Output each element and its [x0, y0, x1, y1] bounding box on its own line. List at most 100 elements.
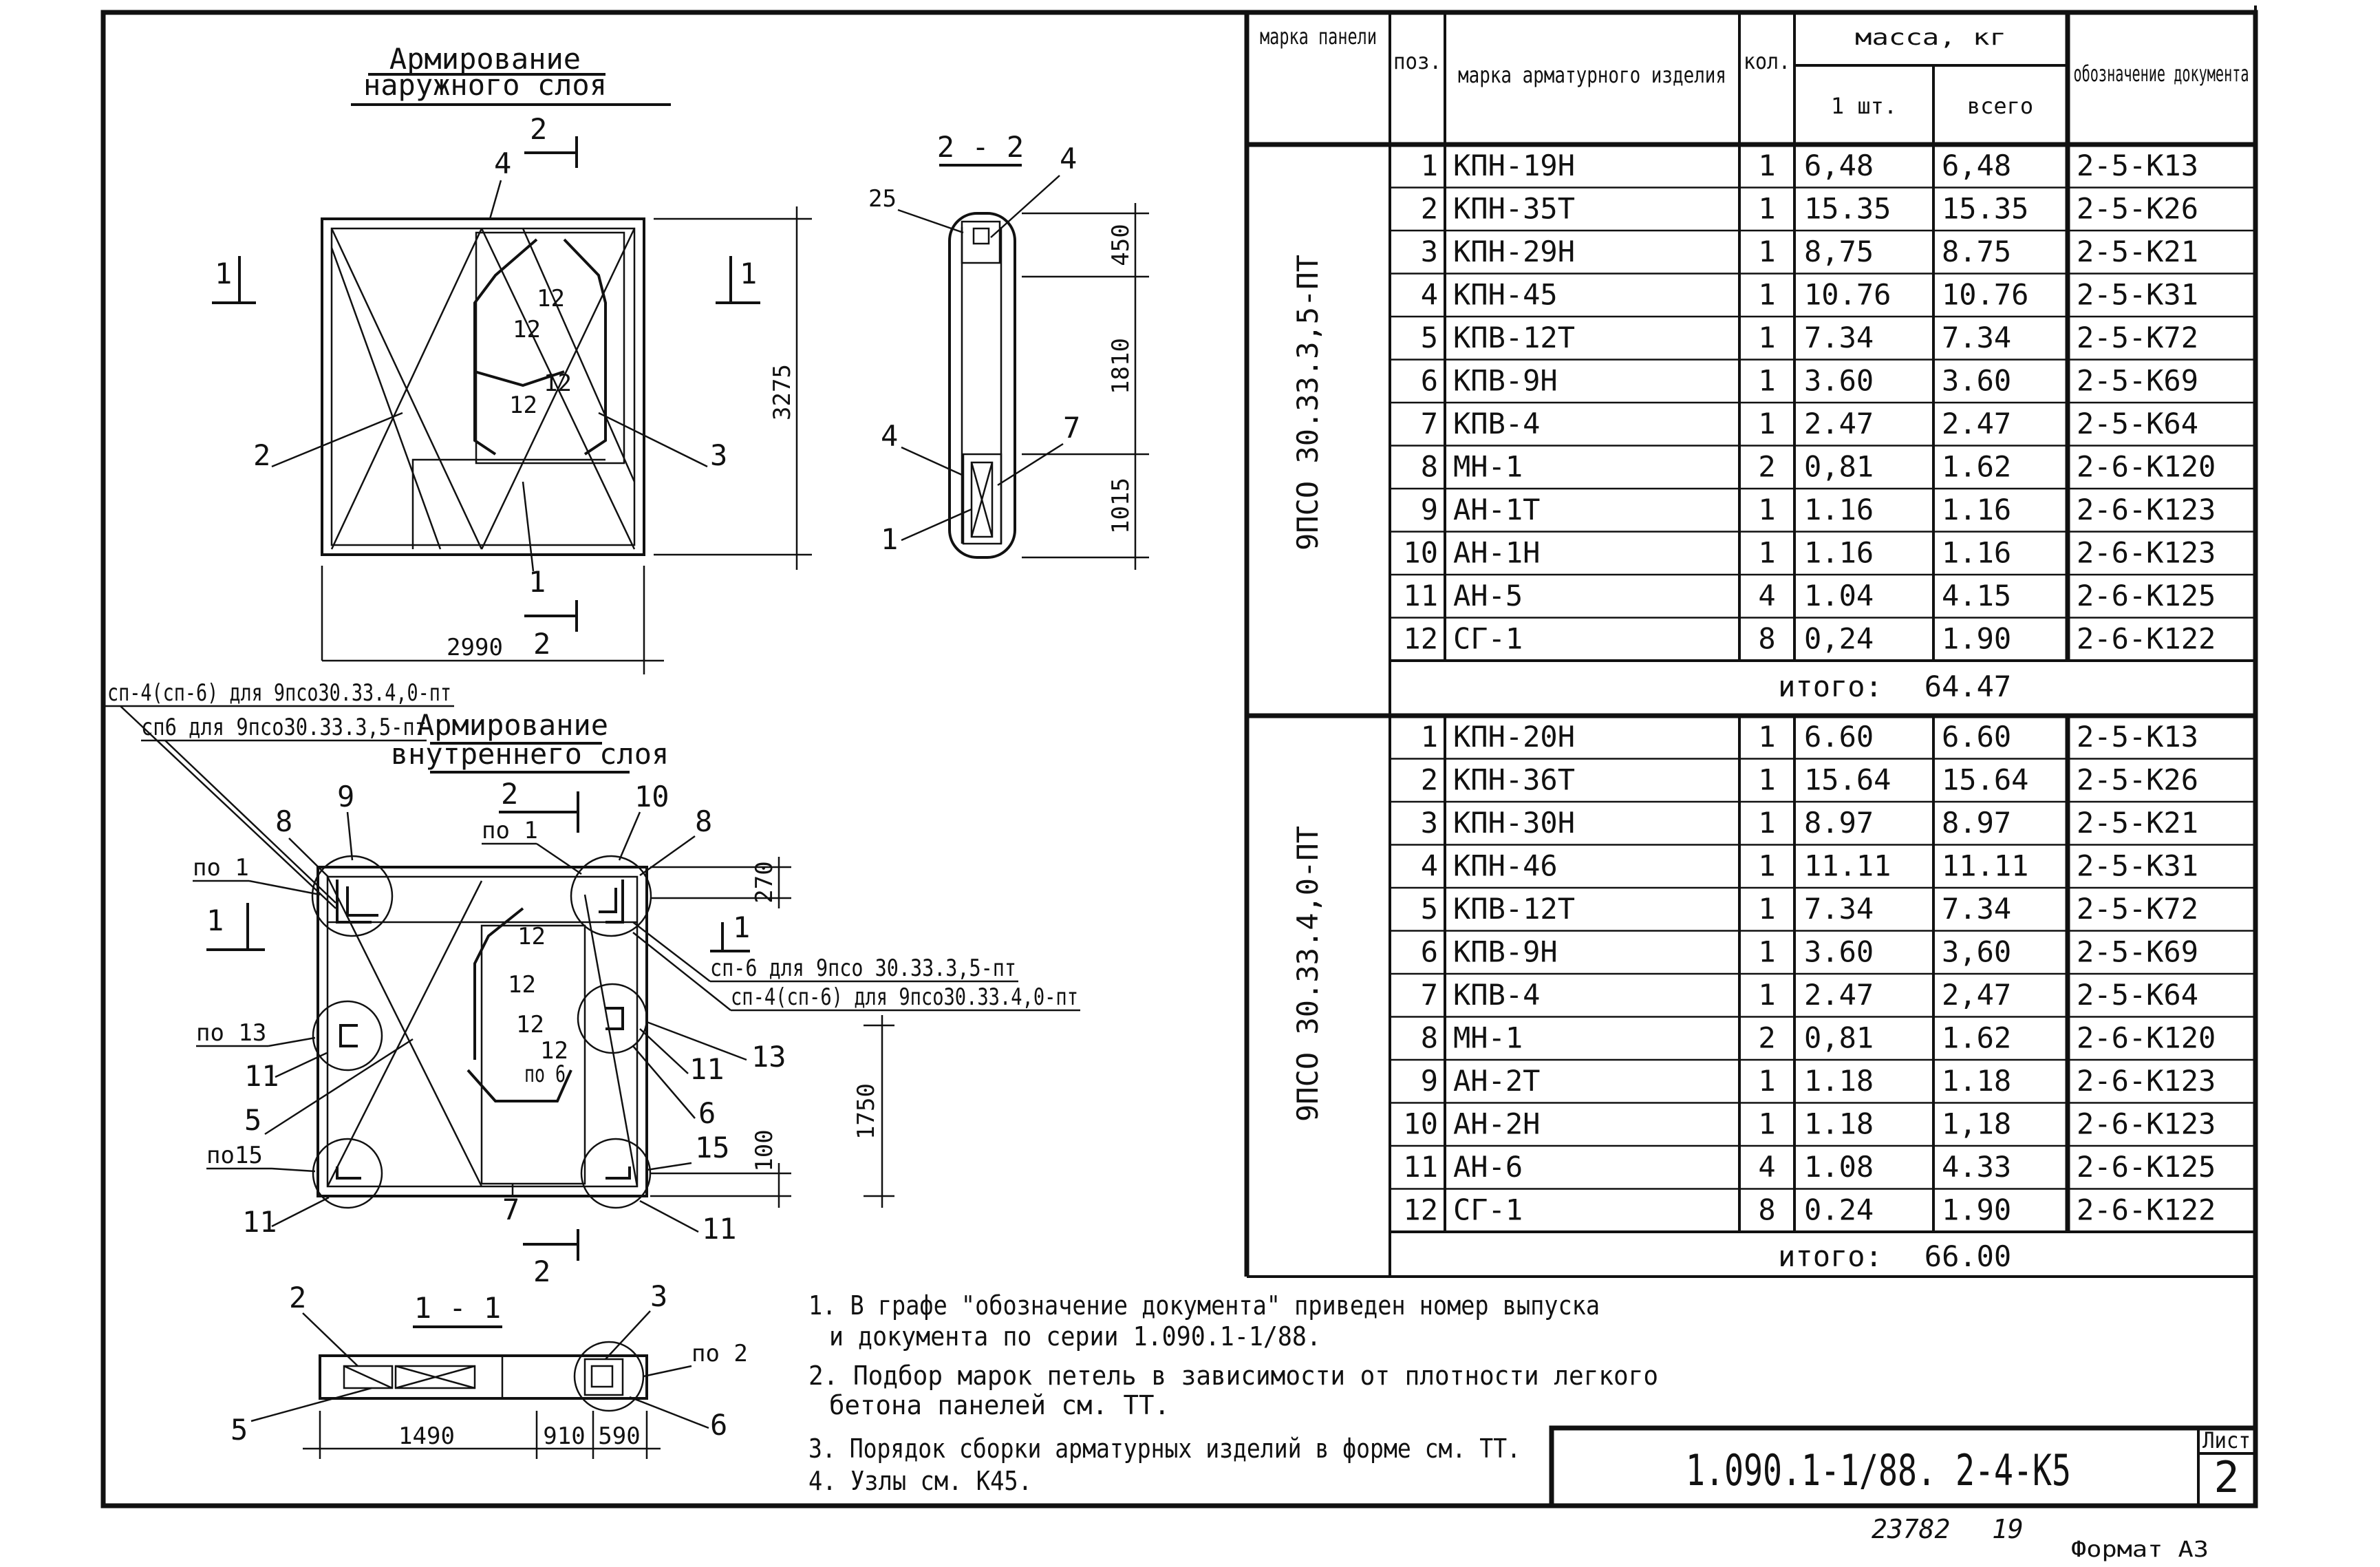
node-label-po15: по15	[206, 1142, 263, 1169]
table-cell-qty: 2	[1758, 1021, 1775, 1055]
dim-1015: 1015	[1107, 478, 1135, 534]
table-cell-mark: СГ-1	[1453, 622, 1523, 656]
cut-1-left: 1	[215, 257, 232, 290]
table-cell-qty: 1	[1758, 763, 1775, 797]
pos-12-a: 12	[537, 285, 565, 312]
table-cell-pos: 10	[1403, 1107, 1438, 1141]
note-2b: бетона панелей см. ТТ.	[829, 1390, 1170, 1420]
table-cell-one: 0,24	[1804, 622, 1874, 656]
table-cell-doc: 2-5-К31	[2077, 278, 2198, 312]
table-cell-pos: 8	[1421, 450, 1438, 484]
table-cell-qty: 1	[1758, 1107, 1775, 1141]
dim-100: 100	[751, 1129, 778, 1171]
table-cell-doc: 2-5-К13	[2077, 149, 2198, 182]
table-cell-qty: 1	[1758, 1064, 1775, 1098]
leader-notes: сп-4(сп-6) для 9псо30.33.4,0-пт сп6 для …	[105, 679, 1080, 1012]
table-cell-doc: 2-5-К72	[2077, 321, 2198, 354]
pos-10-inner: 10	[634, 780, 669, 813]
note-1b: и документа по серии 1.090.1-1/88.	[829, 1321, 1321, 1352]
table-cell-qty: 1	[1758, 149, 1775, 182]
table-cell-one: 6,48	[1804, 149, 1874, 182]
table-cell-mark: КПН-30Н	[1453, 806, 1575, 840]
table-cell-one: 6.60	[1804, 720, 1874, 754]
leader-sp4-b: сп-4(сп-6) для 9псо30.33.4,0-пт	[731, 983, 1078, 1011]
table-cell-doc: 2-5-К64	[2077, 978, 2198, 1012]
table-cell-doc: 2-6-К123	[2077, 493, 2216, 526]
hdr-doc: обозначение документа	[2074, 61, 2249, 87]
node-label-po13: по 13	[196, 1019, 266, 1047]
table-cell-pos: 4	[1421, 278, 1438, 312]
table-cell-total: 8.75	[1942, 235, 2011, 268]
pos-12-d: 12	[509, 392, 537, 419]
table-cell-total: 1.62	[1942, 450, 2011, 484]
pos-1-sec22: 1	[881, 522, 898, 556]
table-cell-pos: 7	[1421, 407, 1438, 440]
pos-12-inner-d: 12	[540, 1037, 568, 1065]
table-cell-doc: 2-5-К69	[2077, 364, 2198, 398]
cut-2-bottom: 2	[533, 627, 550, 661]
table-cell-one: 8.97	[1804, 806, 1874, 840]
table-cell-qty: 1	[1758, 407, 1775, 440]
hdr-item-mark: марка арматурного изделия	[1458, 62, 1726, 88]
table-cell-doc: 2-6-К123	[2077, 1107, 2216, 1141]
note-3: 3. Порядок сборки арматурных изделий в ф…	[808, 1433, 1521, 1464]
table-cell-mark: КПВ-9Н	[1453, 935, 1558, 969]
table-cell-mark: КПН-19Н	[1453, 149, 1575, 182]
section-1-1: 1 - 1 1490 910 590 2 3 по 2 5 6	[231, 1279, 748, 1459]
pos-7-inner: 7	[502, 1193, 519, 1226]
table-cell-mark: КПВ-9Н	[1453, 364, 1558, 398]
outer-window-opening	[475, 231, 625, 465]
table-cell-doc: 2-6-К122	[2077, 622, 2216, 656]
table-cell-total: 15.35	[1942, 192, 2028, 226]
table-cell-doc: 2-6-К122	[2077, 1193, 2216, 1227]
footer-sub: 19	[1992, 1514, 2024, 1544]
table-cell-doc: 2-5-К21	[2077, 806, 2198, 840]
pos-12-c: 12	[544, 370, 572, 397]
table-cell-total: 6,48	[1942, 149, 2011, 182]
table-cell-qty: 8	[1758, 622, 1775, 656]
table-cell-mark: КПН-46	[1453, 849, 1558, 883]
table-cell-pos: 9	[1421, 1064, 1438, 1098]
group-2-total-label: итого:	[1778, 1239, 1883, 1273]
table-cell-qty: 8	[1758, 1193, 1775, 1227]
table-cell-qty: 4	[1758, 1150, 1775, 1184]
pos-11-b: 11	[242, 1205, 277, 1239]
pos-13-inner: 13	[751, 1040, 786, 1074]
table-cell-pos: 11	[1403, 1150, 1438, 1184]
table-cell-pos: 2	[1421, 763, 1438, 797]
table-cell-qty: 1	[1758, 493, 1775, 526]
cut-2-inner-top: 2	[501, 777, 518, 811]
table-cell-one: 0,81	[1804, 450, 1874, 484]
table-cell-total: 2.47	[1942, 407, 2011, 440]
table-cell-doc: 2-6-К125	[2077, 579, 2216, 612]
table-cell-pos: 3	[1421, 806, 1438, 840]
inner-panel-outline	[317, 866, 648, 1197]
table-cell-mark: КПВ-4	[1453, 407, 1540, 440]
table-cell-one: 15.64	[1804, 763, 1891, 797]
panel-2-label: 9ПСО 30.33.4,0-ПТ	[1291, 826, 1325, 1122]
table-cell-qty: 1	[1758, 892, 1775, 926]
pos-2-outer: 2	[253, 438, 270, 472]
table-cell-total: 1.16	[1942, 536, 2011, 570]
dim-270: 270	[751, 861, 778, 903]
outer-title-2: наружного слоя	[363, 68, 607, 102]
table-cell-pos: 6	[1421, 935, 1438, 969]
dim-width-outer: 2990	[447, 634, 503, 661]
table-cell-one: 1.18	[1804, 1107, 1874, 1141]
table-cell-doc: 2-5-К26	[2077, 192, 2198, 226]
stamp-sheet-label: Лист	[2202, 1427, 2251, 1453]
table-cell-total: 1.16	[1942, 493, 2011, 526]
hdr-qty: кол.	[1744, 48, 1790, 74]
outer-door-opening	[411, 458, 605, 549]
pos-3-outer: 3	[710, 438, 727, 472]
dim-590: 590	[598, 1422, 640, 1450]
table-cell-total: 1.18	[1942, 1064, 2011, 1098]
hdr-mass-one: 1 шт.	[1831, 93, 1897, 119]
table-cell-doc: 2-5-К13	[2077, 720, 2198, 754]
table-cell-one: 2.47	[1804, 978, 1874, 1012]
cut-2-top: 2	[530, 112, 547, 146]
pos-5-sec11: 5	[231, 1413, 248, 1447]
table-cell-total: 1.62	[1942, 1021, 2011, 1055]
table-cell-total: 3.60	[1942, 364, 2011, 398]
group-2-total-value: 66.00	[1925, 1239, 2011, 1273]
